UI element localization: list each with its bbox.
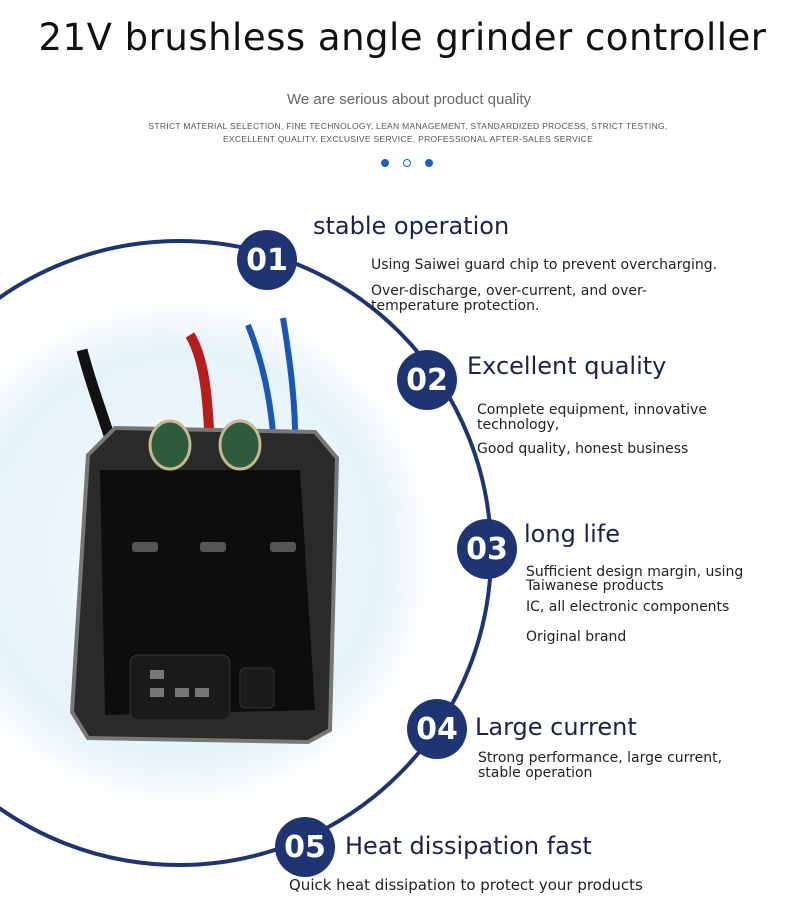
feature-title: Heat dissipation fast xyxy=(345,832,592,860)
feature-line: IC, all electronic components xyxy=(526,599,730,615)
tagline-line-1: STRICT MATERIAL SELECTION, FINE TECHNOLO… xyxy=(148,121,668,131)
feature-line: Taiwanese products xyxy=(526,578,664,594)
feature-title: stable operation xyxy=(313,212,510,240)
feature-number-badge: 04 xyxy=(407,699,467,759)
subtitle: We are serious about product quality xyxy=(286,91,532,108)
feature-line: Original brand xyxy=(526,629,627,645)
feature-title: Large current xyxy=(475,713,637,741)
feature-line: Sufficient design margin, using xyxy=(526,564,744,580)
feature-title: Excellent quality xyxy=(467,352,667,380)
controller-board-icon xyxy=(69,317,340,745)
feature-line: Complete equipment, innovative xyxy=(477,402,707,418)
feature-line: Quick heat dissipation to protect your p… xyxy=(289,876,643,894)
page-title: 21V brushless angle grinder controller xyxy=(38,16,767,59)
feature-number-badge: 03 xyxy=(457,519,517,579)
feature-line: Using Saiwei guard chip to prevent overc… xyxy=(371,257,718,273)
feature-title: long life xyxy=(524,520,620,548)
feature-line: Good quality, honest business xyxy=(477,441,689,457)
feature-line: temperature protection. xyxy=(371,298,540,314)
feature-line: Over-discharge, over-current, and over- xyxy=(371,283,647,299)
decorative-dots xyxy=(381,159,433,167)
feature-line: Strong performance, large current, xyxy=(478,750,723,766)
feature-line: stable operation xyxy=(478,765,593,781)
feature-number-badge: 05 xyxy=(275,817,335,877)
dot-icon xyxy=(425,159,433,167)
dot-icon xyxy=(381,159,389,167)
feature-number-badge: 02 xyxy=(397,350,457,410)
feature-number-badge: 01 xyxy=(237,230,297,290)
tagline-line-2: EXCELLENT QUALITY, EXCLUSIVE SERVICE, PR… xyxy=(222,134,594,144)
dot-icon xyxy=(403,159,411,167)
feature-line: technology, xyxy=(477,417,560,433)
